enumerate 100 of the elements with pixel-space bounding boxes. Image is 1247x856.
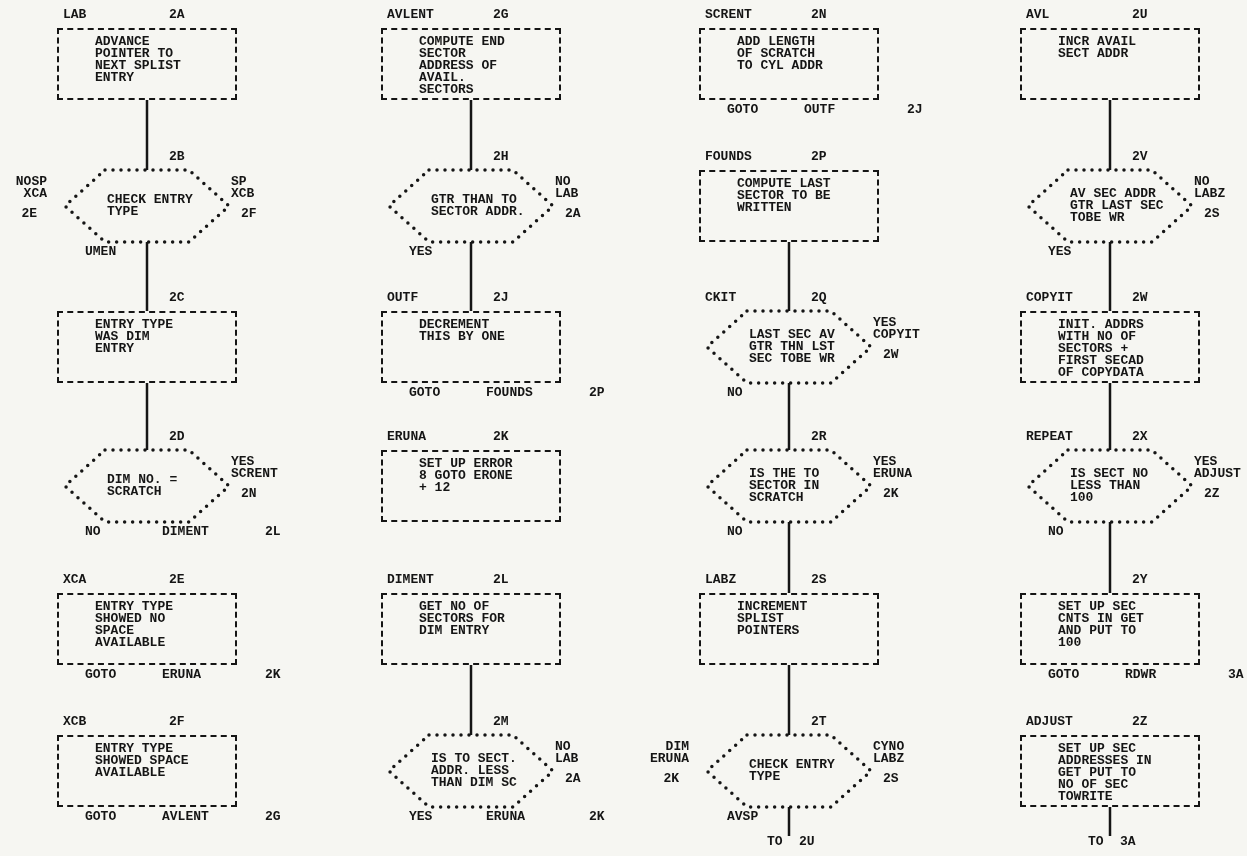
block-id: 2E — [169, 574, 185, 586]
branch-label: AVSP — [727, 811, 759, 823]
connector-text: TO — [1088, 836, 1104, 848]
page-reference: 2K — [589, 811, 605, 823]
branch-label: YES COPYIT — [873, 317, 920, 341]
step-text: ENTRY TYPE SHOWED SPACE AVAILABLE — [95, 743, 189, 779]
block-id: 2H — [493, 151, 509, 163]
entry-label: ERUNA — [387, 431, 426, 443]
page-reference: 2N — [241, 488, 257, 500]
flow-line — [787, 522, 791, 593]
branch-label: NO — [1048, 526, 1064, 538]
connector-text: TO — [767, 836, 783, 848]
process-box — [381, 28, 561, 100]
block-id: 2Q — [811, 292, 827, 304]
flow-line — [787, 242, 791, 311]
page-reference: 2S — [1204, 208, 1220, 220]
block-id: 2F — [169, 716, 185, 728]
flow-line — [469, 100, 473, 170]
step-text: LAST SEC AV GTR THN LST SEC TOBE WR — [749, 329, 836, 365]
step-text: COMPUTE END SECTOR ADDRESS OF AVAIL. SECTORS — [419, 36, 506, 96]
flow-line — [1108, 242, 1112, 311]
page-reference: 2L — [265, 526, 281, 538]
decision-hexagon — [389, 170, 553, 242]
entry-label: FOUNDS — [705, 151, 752, 163]
branch-label: NO — [727, 387, 743, 399]
page-reference: 2J — [907, 104, 923, 116]
flow-line — [469, 665, 473, 735]
target-label: ERUNA — [162, 669, 201, 681]
page-reference: 2P — [589, 387, 605, 399]
entry-label: AVL — [1026, 9, 1050, 21]
block-id: 2B — [169, 151, 185, 163]
process-box — [57, 311, 237, 383]
process-box — [57, 735, 237, 807]
process-box — [1020, 311, 1200, 383]
entry-label: LAB — [63, 9, 87, 21]
target-label: FOUNDS — [486, 387, 533, 399]
process-box — [57, 28, 237, 100]
page-reference: 2K — [883, 488, 899, 500]
block-id: 2A — [169, 9, 185, 21]
block-id: 2X — [1132, 431, 1148, 443]
block-id: 2N — [811, 9, 827, 21]
decision-hexagon — [707, 735, 871, 807]
branch-label: YES ADJUST — [1194, 456, 1241, 480]
page-reference: 2U — [799, 836, 815, 848]
step-text: ENTRY TYPE WAS DIM ENTRY — [95, 319, 174, 355]
target-label: ERUNA — [486, 811, 525, 823]
step-text: IS SECT NO LESS THAN 100 — [1070, 468, 1149, 504]
step-text: AV SEC ADDR GTR LAST SEC TOBE WR — [1070, 188, 1164, 224]
goto-text: GOTO — [409, 387, 441, 399]
branch-label: YES — [409, 246, 433, 258]
flow-line — [1108, 100, 1112, 170]
entry-label: LABZ — [705, 574, 737, 586]
entry-label: CKIT — [705, 292, 737, 304]
branch-label: CYNO LABZ — [873, 741, 905, 765]
flow-line — [1108, 383, 1112, 450]
flow-line — [787, 665, 791, 735]
process-box — [1020, 735, 1200, 807]
branch-label: YES — [409, 811, 433, 823]
branch-label: YES — [1048, 246, 1072, 258]
decision-hexagon — [65, 170, 229, 242]
entry-label: SCRENT — [705, 9, 752, 21]
step-text: GTR THAN TO SECTOR ADDR. — [431, 194, 525, 218]
flow-line — [145, 242, 149, 311]
step-text: IS TO SECT. ADDR. LESS THAN DIM SC — [431, 753, 518, 789]
branch-label: YES ERUNA — [873, 456, 912, 480]
page-reference: 2Z — [1204, 488, 1220, 500]
process-box — [381, 311, 561, 383]
entry-label: DIMENT — [387, 574, 434, 586]
goto-text: GOTO — [85, 811, 117, 823]
step-text: CHECK ENTRY TYPE — [107, 194, 194, 218]
entry-label: ADJUST — [1026, 716, 1073, 728]
branch-label: YES SCRENT — [231, 456, 278, 480]
decision-hexagon — [707, 450, 871, 522]
step-text: INCREMENT SPLIST POINTERS — [737, 601, 809, 637]
page-reference: 2K — [663, 773, 679, 785]
step-text: DECREMENT THIS BY ONE — [419, 319, 506, 343]
branch-label: SP XCB — [231, 176, 255, 200]
page-reference: 2K — [265, 669, 281, 681]
block-id: 2Z — [1132, 716, 1148, 728]
branch-label: NOSP XCA — [15, 176, 47, 200]
block-id: 2D — [169, 431, 185, 443]
page-reference: 2G — [265, 811, 281, 823]
step-text: DIM NO. = SCRATCH — [107, 474, 179, 498]
entry-label: OUTF — [387, 292, 419, 304]
process-box — [57, 593, 237, 665]
block-id: 2P — [811, 151, 827, 163]
step-text: COMPUTE LAST SECTOR TO BE WRITTEN — [737, 178, 831, 214]
target-label: AVLENT — [162, 811, 209, 823]
step-text: INCR AVAIL SECT ADDR — [1058, 36, 1137, 60]
entry-label: XCB — [63, 716, 87, 728]
block-id: 2J — [493, 292, 509, 304]
process-box — [699, 593, 879, 665]
process-box — [699, 170, 879, 242]
entry-label: REPEAT — [1026, 431, 1073, 443]
page-reference: 2A — [565, 773, 581, 785]
step-text: ADD LENGTH OF SCRATCH TO CYL ADDR — [737, 36, 824, 72]
page-reference: 2S — [883, 773, 899, 785]
page-reference: 2W — [883, 349, 899, 361]
step-text: SET UP SEC CNTS IN GET AND PUT TO 100 — [1058, 601, 1145, 649]
page-reference: 3A — [1120, 836, 1136, 848]
